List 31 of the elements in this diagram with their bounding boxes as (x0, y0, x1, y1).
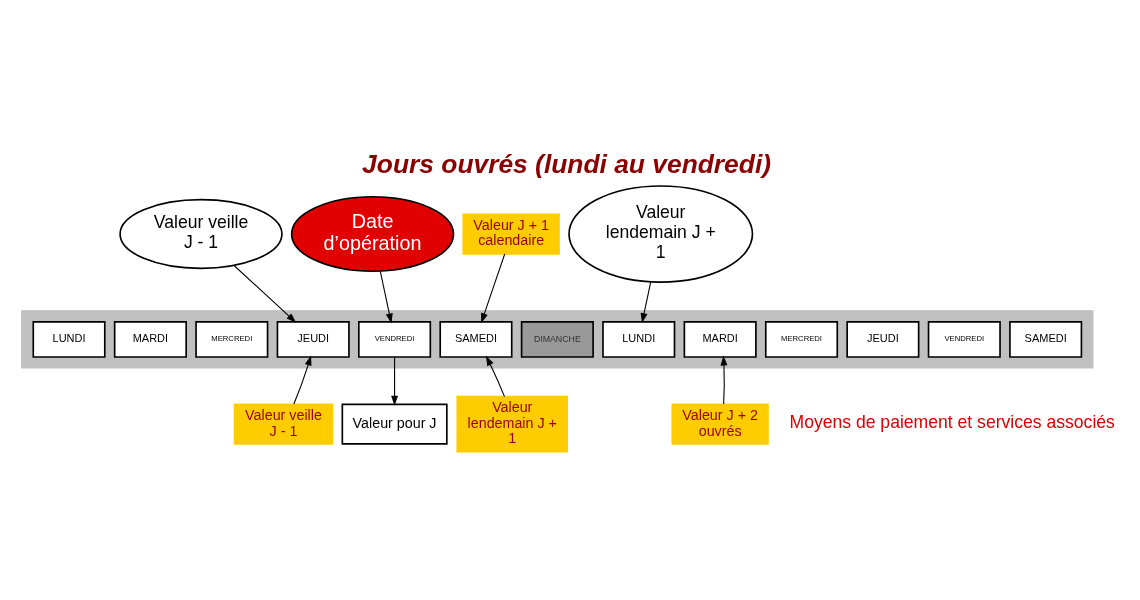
arrow (485, 355, 506, 398)
node-box: Valeur J + 2 ouvrés (671, 403, 769, 445)
arrow (481, 253, 506, 324)
node-box: Valeur pour J (341, 403, 448, 445)
arrow (391, 356, 399, 406)
node-box: SAMEDI (439, 321, 513, 358)
node-ellipse: Valeur veille J - 1 (119, 198, 283, 270)
node-ellipse: Valeur lendemain J + 1 (568, 185, 754, 283)
arrow (379, 270, 393, 324)
node-box: MERCREDI (764, 321, 839, 358)
node-box: SAMEDI (1009, 321, 1083, 358)
arrow (720, 355, 728, 405)
node-box: LUNDI (602, 321, 676, 358)
arrow (233, 264, 297, 323)
arrow (640, 281, 652, 324)
label: Moyens de paiement et services associés (789, 412, 1115, 433)
node-box: MERCREDI (195, 321, 269, 358)
node-box: DIMANCHE (520, 321, 594, 358)
node-box: Valeur veille J - 1 (233, 403, 334, 445)
node-ellipse: Date d’opération (290, 195, 455, 273)
node-box: VENDREDI (358, 321, 432, 358)
diagram-title: Jours ouvrés (lundi au vendredi) (362, 148, 772, 179)
arrow (293, 355, 312, 405)
node-box: MARDI (113, 321, 187, 358)
node-box: Valeur lendemain J + 1 (456, 395, 569, 453)
node-box: LUNDI (32, 321, 106, 358)
node-box: VENDREDI (927, 321, 1001, 358)
node-box: MARDI (683, 321, 757, 358)
node-box: Valeur J + 1 calendaire (462, 213, 560, 255)
node-box: JEUDI (846, 321, 920, 358)
node-box: JEUDI (276, 321, 350, 358)
